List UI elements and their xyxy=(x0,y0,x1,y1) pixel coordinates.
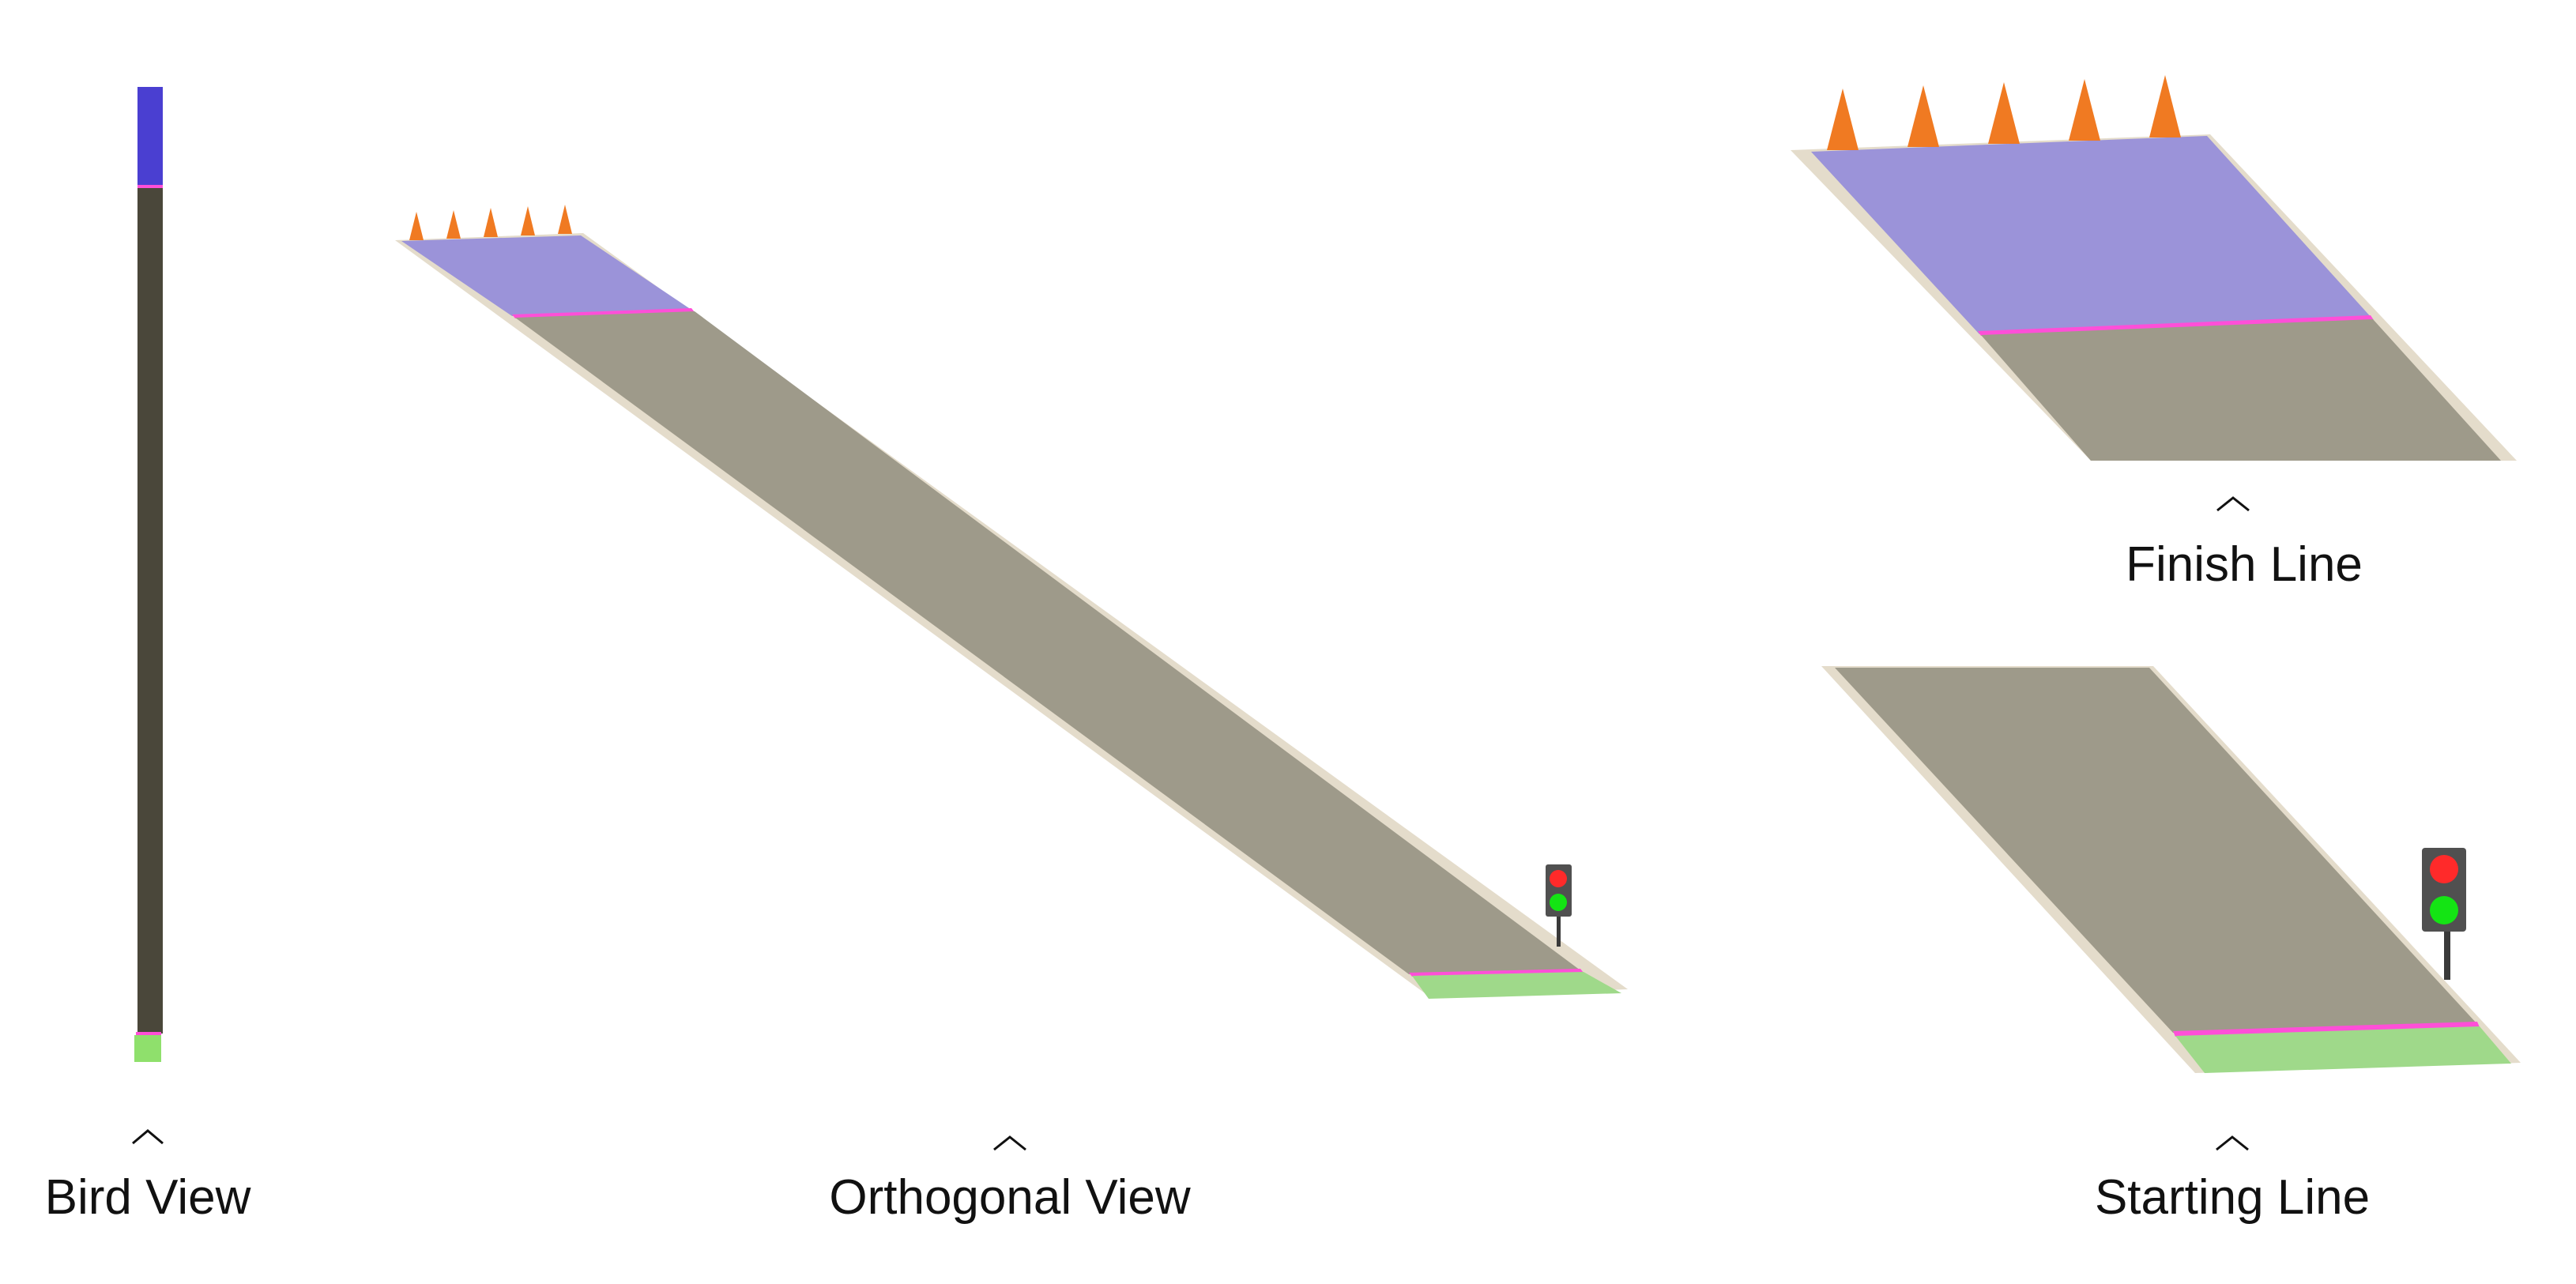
orthogonal-cones xyxy=(409,205,572,240)
traffic-cone-icon xyxy=(409,212,424,240)
bird-view-finish-line-marker xyxy=(137,185,163,189)
finish-detail-track xyxy=(1981,319,2501,461)
traffic-cone-icon xyxy=(1988,82,2020,144)
traffic-cone-icon xyxy=(558,205,572,234)
bird-view-panel xyxy=(132,87,164,1145)
orthogonal-track xyxy=(515,311,1580,974)
traffic-cone-icon xyxy=(446,210,461,239)
bird-view-track xyxy=(137,188,163,1034)
bird-view-start-zone xyxy=(134,1035,161,1062)
traffic-light-pole xyxy=(2444,928,2450,980)
orthogonal-view-label: Orthogonal View xyxy=(829,1170,1191,1225)
orthogonal-start-line-marker xyxy=(1409,969,1584,977)
starting-line-panel xyxy=(1821,666,2521,1151)
traffic-cone-icon xyxy=(484,208,498,237)
start-detail-track xyxy=(1835,668,2477,1033)
orthogonal-start-zone xyxy=(1412,972,1621,999)
start-detail-zone xyxy=(2175,1026,2511,1073)
finish-line-label: Finish Line xyxy=(2126,537,2363,592)
traffic-cone-icon xyxy=(2149,75,2181,137)
start-detail-line-marker xyxy=(2173,1022,2480,1037)
orthogonal-traffic-light-icon xyxy=(1546,864,1572,947)
traffic-cone-icon xyxy=(521,206,535,235)
bird-view-finish-zone xyxy=(137,87,163,186)
traffic-cone-icon xyxy=(1827,88,1859,150)
orthogonal-caret-up-icon xyxy=(993,1135,1026,1151)
traffic-cone-icon xyxy=(1908,85,1939,147)
traffic-cone-icon xyxy=(2069,79,2100,141)
traffic-light-pole xyxy=(1557,915,1561,947)
orthogonal-finish-line-marker xyxy=(512,308,695,318)
orthogonal-view-panel xyxy=(395,205,1628,1151)
finish-detail-line-marker xyxy=(1978,315,2374,336)
finish-detail-cones xyxy=(1827,75,2181,150)
finish-detail-zone xyxy=(1811,136,2372,334)
traffic-light-red-lamp xyxy=(2430,855,2458,883)
bird-view-label: Bird View xyxy=(44,1170,251,1225)
traffic-light-green-lamp xyxy=(2430,896,2458,924)
start-detail-traffic-light-icon xyxy=(2422,848,2466,980)
finish-line-panel xyxy=(1791,75,2517,512)
start-caret-up-icon xyxy=(2216,1135,2249,1151)
orthogonal-finish-zone xyxy=(401,235,691,316)
traffic-light-red-lamp xyxy=(1550,870,1567,887)
starting-line-label: Starting Line xyxy=(2094,1170,2371,1225)
bird-view-caret-up-icon xyxy=(132,1129,164,1145)
finish-caret-up-icon xyxy=(2216,496,2250,512)
traffic-light-green-lamp xyxy=(1550,894,1567,911)
bird-view-start-line-marker xyxy=(136,1032,161,1036)
